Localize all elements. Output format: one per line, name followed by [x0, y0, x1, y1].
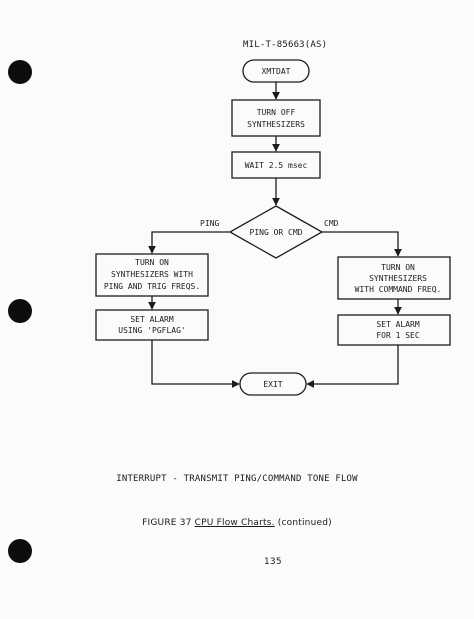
ping-alarm-line-1: SET ALARM — [130, 315, 174, 324]
branch-label-ping: PING — [200, 219, 219, 228]
cmd-on-line-3: WITH COMMAND FREQ. — [355, 285, 442, 294]
figure-prefix: FIGURE 37 — [142, 518, 192, 528]
punch-hole-top — [8, 60, 32, 84]
cmd-alarm-box — [337, 314, 451, 346]
wait-label: WAIT 2.5 msec — [245, 161, 308, 170]
cmd-alarm-line-2: FOR 1 SEC — [376, 331, 420, 340]
ping-alarm-line-2: USING 'PGFLAG' — [118, 326, 185, 335]
branch-label-cmd: CMD — [324, 219, 339, 228]
cmd-on-line-2: SYNTHESIZERS — [369, 274, 427, 283]
ping-on-line-1: TURN ON — [135, 258, 169, 267]
ping-on-line-3: PING AND TRIG FREQS. — [104, 282, 200, 291]
page-number: 135 — [264, 557, 282, 567]
cmd-on-line-1: TURN ON — [381, 263, 415, 272]
decision-diamond — [228, 205, 324, 259]
cmd-alarm-line-1: SET ALARM — [376, 320, 420, 329]
punch-hole-middle — [8, 299, 32, 323]
decision-label: PING OR CMD — [250, 228, 303, 237]
diagram-caption: INTERRUPT - TRANSMIT PING/COMMAND TONE F… — [116, 474, 358, 484]
exit-label: EXIT — [263, 380, 282, 389]
document-id: MIL-T-85663(AS) — [243, 40, 328, 50]
figure-suffix: (continued) — [277, 518, 332, 528]
cmd-on-box — [337, 256, 451, 300]
turn-off-box — [231, 99, 321, 137]
punch-hole-bottom — [8, 539, 32, 563]
figure-title: FIGURE 37 CPU Flow Charts. (continued) — [0, 518, 474, 528]
ping-on-line-2: SYNTHESIZERS WITH — [111, 270, 193, 279]
start-label: XMTDAT — [262, 67, 291, 76]
figure-link: CPU Flow Charts. — [194, 518, 275, 528]
exit-terminal — [239, 372, 307, 396]
turn-off-line-2: SYNTHESIZERS — [247, 120, 305, 129]
turn-off-line-1: TURN OFF — [257, 108, 296, 117]
